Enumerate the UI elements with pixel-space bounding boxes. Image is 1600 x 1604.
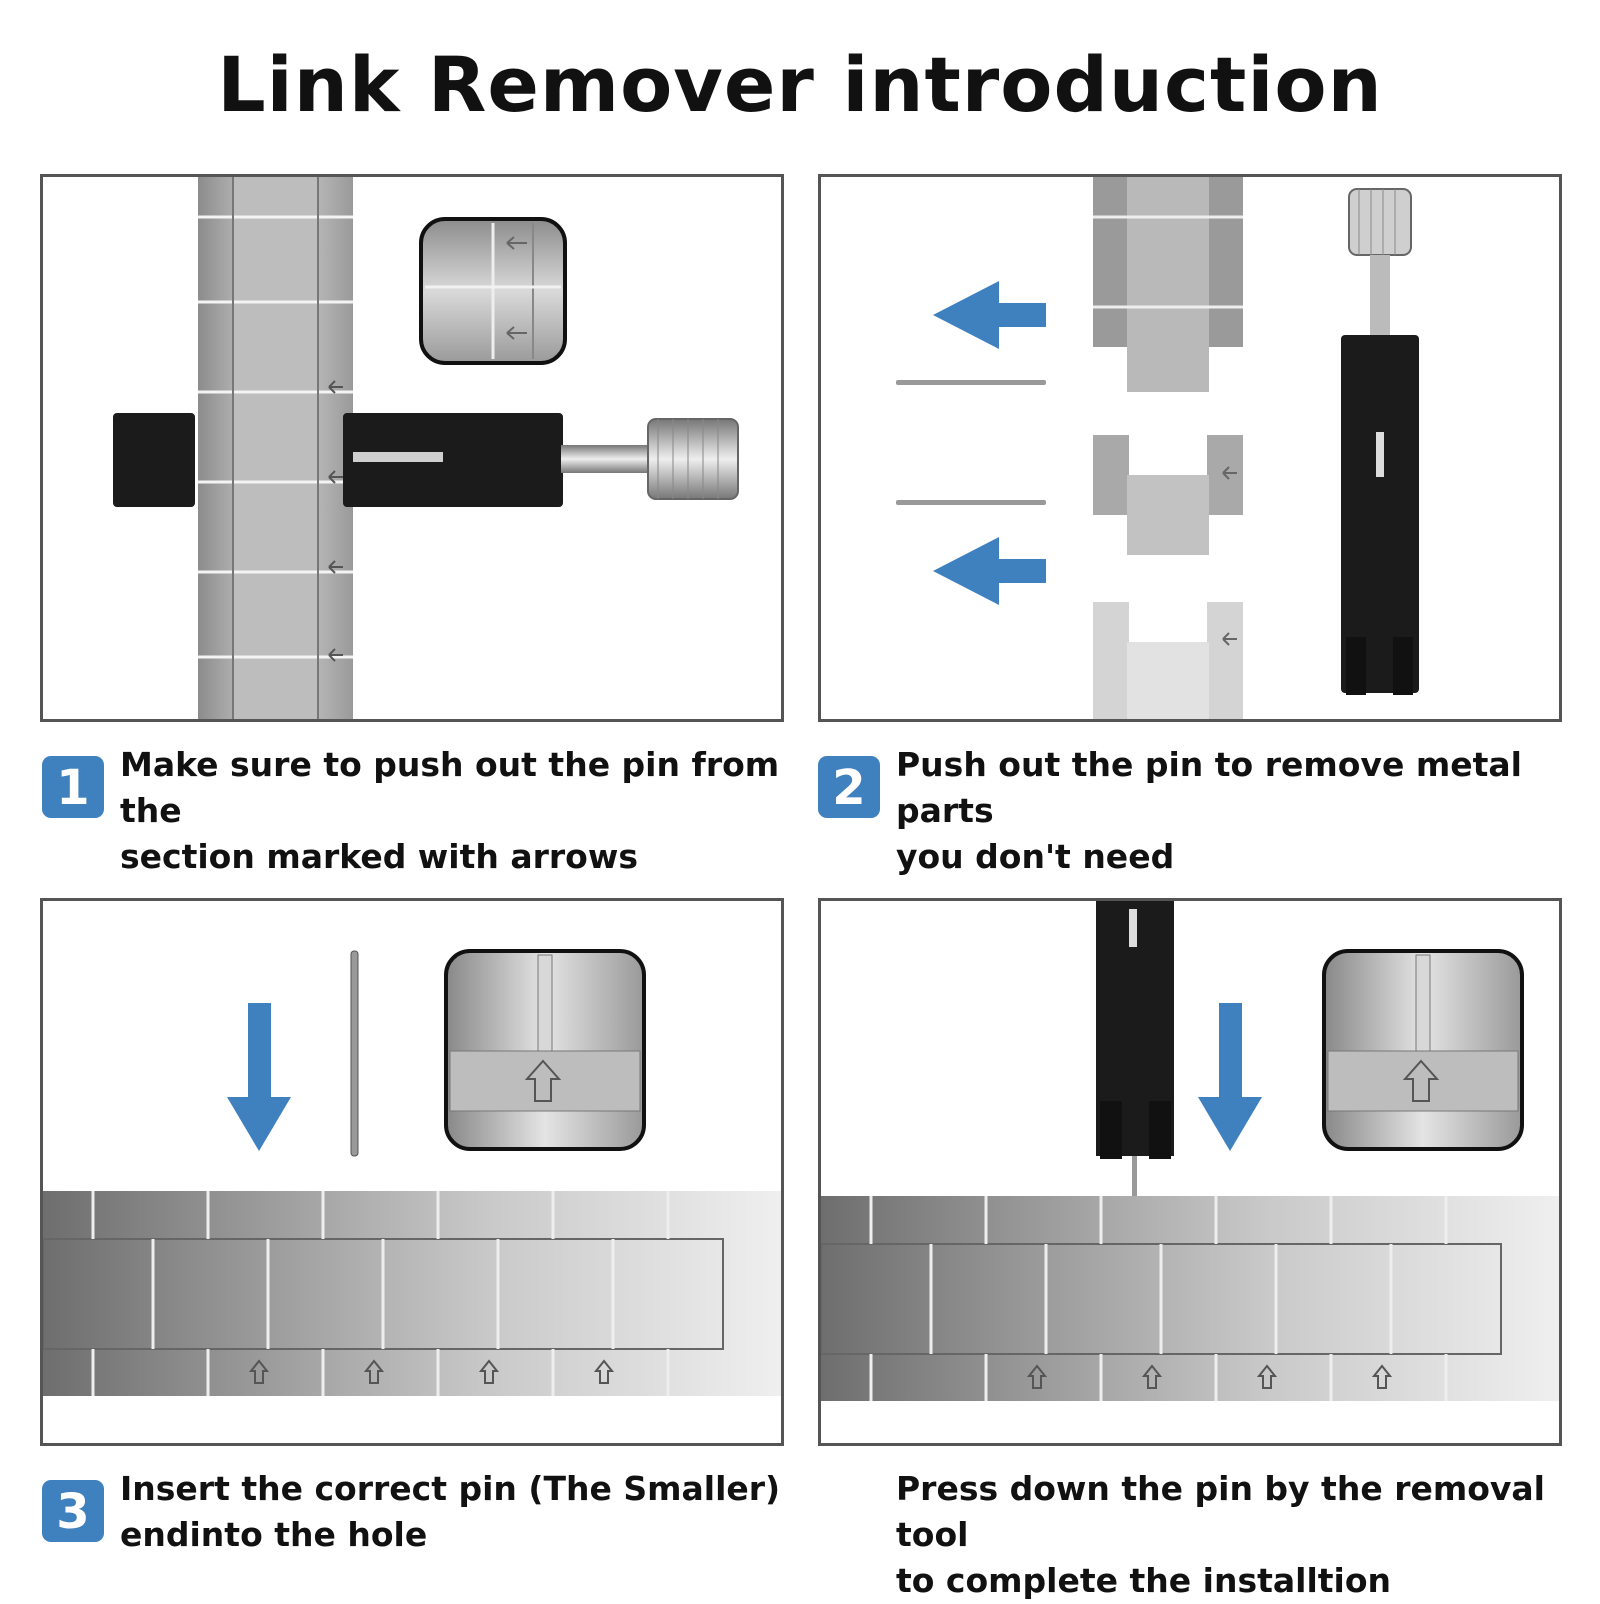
step-2-caption: Push out the pin to remove metal parts y… <box>896 742 1596 880</box>
step-3-illustration <box>40 898 784 1446</box>
step-4-caption: Press down the pin by the removal tool t… <box>896 1466 1596 1604</box>
step-4-illustration <box>818 898 1562 1446</box>
link-remover-tool-icon <box>1096 901 1174 1196</box>
step-3-line-2: endinto the hole <box>120 1515 428 1554</box>
link-remover-tool-icon <box>1341 188 1419 695</box>
step-4-line-2: to complete the installtion <box>896 1561 1392 1600</box>
step-2-line-1: Push out the pin to remove metal parts <box>896 745 1522 830</box>
zoom-inset-icon <box>1322 949 1524 1151</box>
arrow-down-icon <box>1198 1003 1262 1151</box>
arrow-left-icon <box>933 281 1046 605</box>
step-1-illustration <box>40 174 784 722</box>
step-3-badge: 3 <box>42 1480 104 1542</box>
step-1-line-2: section marked with arrows <box>120 837 638 876</box>
step-1-caption: Make sure to push out the pin from the s… <box>120 742 800 880</box>
watch-band-icon <box>43 1191 781 1396</box>
step-1-badge: 1 <box>42 756 104 818</box>
step-2-illustration <box>818 174 1562 722</box>
step-2-badge: 2 <box>818 756 880 818</box>
page-title: Link Remover introduction <box>217 40 1383 129</box>
step-4-line-1: Press down the pin by the removal tool <box>896 1469 1545 1554</box>
zoom-inset-icon <box>444 949 646 1151</box>
step-3-caption: Insert the correct pin (The Smaller) end… <box>120 1466 800 1558</box>
zoom-inset-icon <box>419 217 567 365</box>
arrow-down-icon <box>227 1003 291 1151</box>
step-1-line-1: Make sure to push out the pin from the <box>120 745 780 830</box>
step-2-line-2: you don't need <box>896 837 1175 876</box>
watch-band-icon <box>821 1196 1559 1401</box>
link-remover-tool-icon <box>113 413 739 507</box>
watch-band-icon <box>1093 177 1243 719</box>
step-3-line-1: Insert the correct pin (The Smaller) <box>120 1469 781 1508</box>
watch-band-icon <box>198 177 353 719</box>
pin-icon <box>896 380 1046 505</box>
pin-icon <box>350 950 359 1157</box>
